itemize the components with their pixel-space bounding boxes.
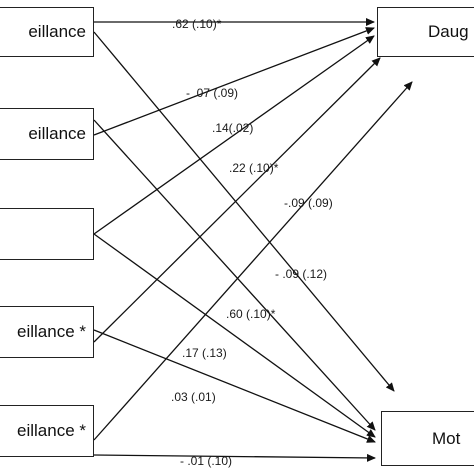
path-coefficient-p3-o2: .17 (.13) [182,346,227,360]
path-arrow-p3-o2 [93,233,376,438]
predictor-label-4: eillance * [17,322,86,341]
path-arrow-p2-o2 [93,119,376,431]
path-arrow-p4-o2 [93,329,376,443]
path-coefficient-p4-o1: .22 (.10)* [229,161,279,175]
predictor-box-3 [0,208,94,260]
predictor-label-2: eillance [28,124,86,143]
path-arrow-p4-o1 [93,57,381,343]
path-coefficient-p2-o1: - .07 (.09) [186,86,238,100]
path-arrow-p2-o1 [93,27,375,136]
path-coefficient-p1-o2: - .09 (.12) [275,267,327,281]
predictor-label-5: eillance * [17,421,86,440]
outcome-label-mother: Mot [432,428,461,448]
path-coefficient-p5-o1: -.09 (.09) [284,196,333,210]
predictor-box-4: eillance * [0,306,94,358]
predictor-box-5: eillance * [0,405,94,457]
path-arrow-p5-o2 [93,453,376,462]
outcome-label-daughter: Daug [428,22,469,41]
path-arrow-p1-o2 [93,31,395,392]
predictor-box-1: eillance [0,7,94,57]
path-arrow-p3-o1 [93,35,375,235]
path-coefficient-p1-o1: .62 (.10)* [172,17,222,31]
path-coefficient-p3-o1: .14(.02) [212,121,253,135]
path-coefficient-p2-o2: .60 (.10)* [226,307,276,321]
predictor-box-2: eillance [0,108,94,160]
path-coefficient-p4-o2: .03 (.01) [171,390,216,404]
predictor-label-1: eillance [28,22,86,41]
path-coefficient-p5-o2: - .01 (.10) [180,454,232,468]
outcome-box-mother: Mot [381,411,474,466]
outcome-box-daughter: Daug [377,7,474,57]
path-arrow-p5-o1 [93,81,413,441]
